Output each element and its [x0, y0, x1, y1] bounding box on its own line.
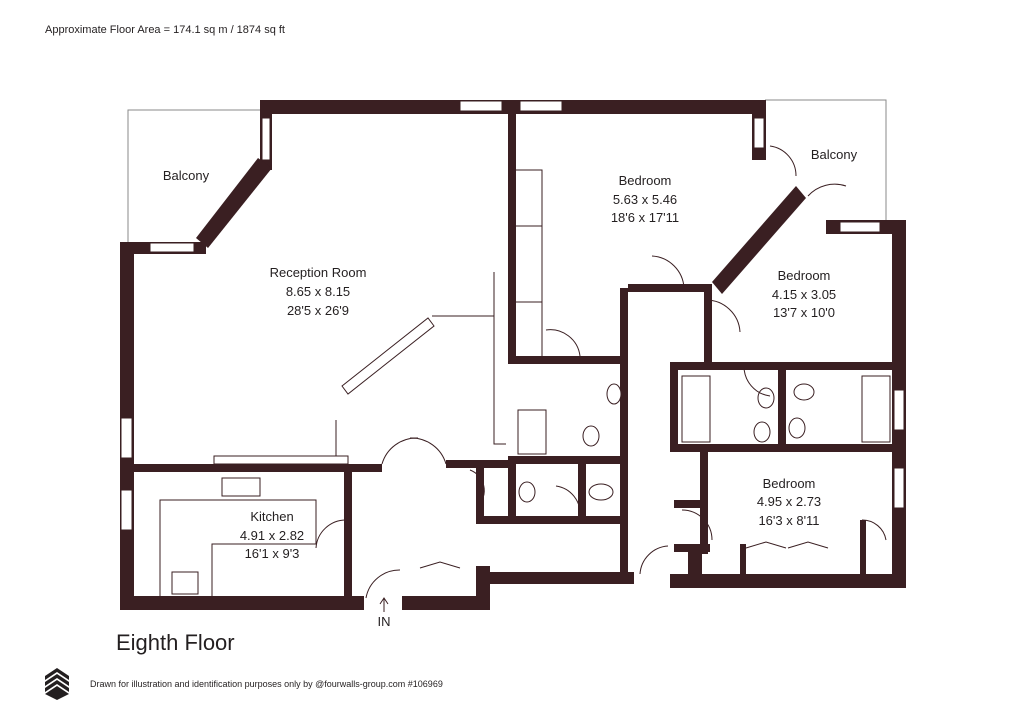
balcony-outlines [127, 99, 887, 242]
windows [120, 100, 905, 531]
room-name: Bedroom [778, 268, 831, 283]
room-label-reception: Reception Room 8.65 x 8.15 28'5 x 26'9 [270, 265, 367, 318]
room-name: Bedroom [619, 173, 672, 188]
floor-name: Eighth Floor [116, 630, 235, 655]
room-label-kitchen: Kitchen 4.91 x 2.82 16'1 x 9'3 [240, 509, 304, 561]
balcony-label-left: Balcony [163, 168, 210, 183]
room-metric: 4.91 x 2.82 [240, 528, 304, 543]
room-imperial: 16'1 x 9'3 [245, 546, 300, 561]
room-imperial: 13'7 x 10'0 [773, 305, 835, 320]
room-metric: 4.95 x 2.73 [757, 494, 821, 509]
room-metric: 4.15 x 3.05 [772, 287, 836, 302]
walls [120, 100, 906, 610]
room-imperial: 16'3 x 8'11 [758, 513, 819, 528]
balcony-label-right: Balcony [811, 147, 858, 162]
room-label-bedroom-1: Bedroom 5.63 x 5.46 18'6 x 17'11 [611, 173, 679, 225]
credit-line: Drawn for illustration and identificatio… [90, 679, 443, 689]
entrance-marker: IN [378, 597, 391, 629]
room-name: Kitchen [250, 509, 293, 524]
room-label-bedroom-2: Bedroom 4.15 x 3.05 13'7 x 10'0 [772, 268, 836, 320]
floor-area-caption: Approximate Floor Area = 174.1 sq m / 18… [45, 24, 285, 36]
entrance-label: IN [378, 614, 391, 629]
room-label-bedroom-3: Bedroom 4.95 x 2.73 16'3 x 8'11 [757, 476, 821, 528]
fixtures [159, 145, 891, 599]
room-name: Bedroom [763, 476, 816, 491]
room-imperial: 28'5 x 26'9 [287, 303, 349, 318]
room-imperial: 18'6 x 17'11 [611, 210, 679, 225]
room-name: Reception Room [270, 265, 367, 280]
fourwalls-logo-icon [45, 668, 69, 700]
room-metric: 8.65 x 8.15 [286, 284, 350, 299]
room-metric: 5.63 x 5.46 [613, 192, 677, 207]
